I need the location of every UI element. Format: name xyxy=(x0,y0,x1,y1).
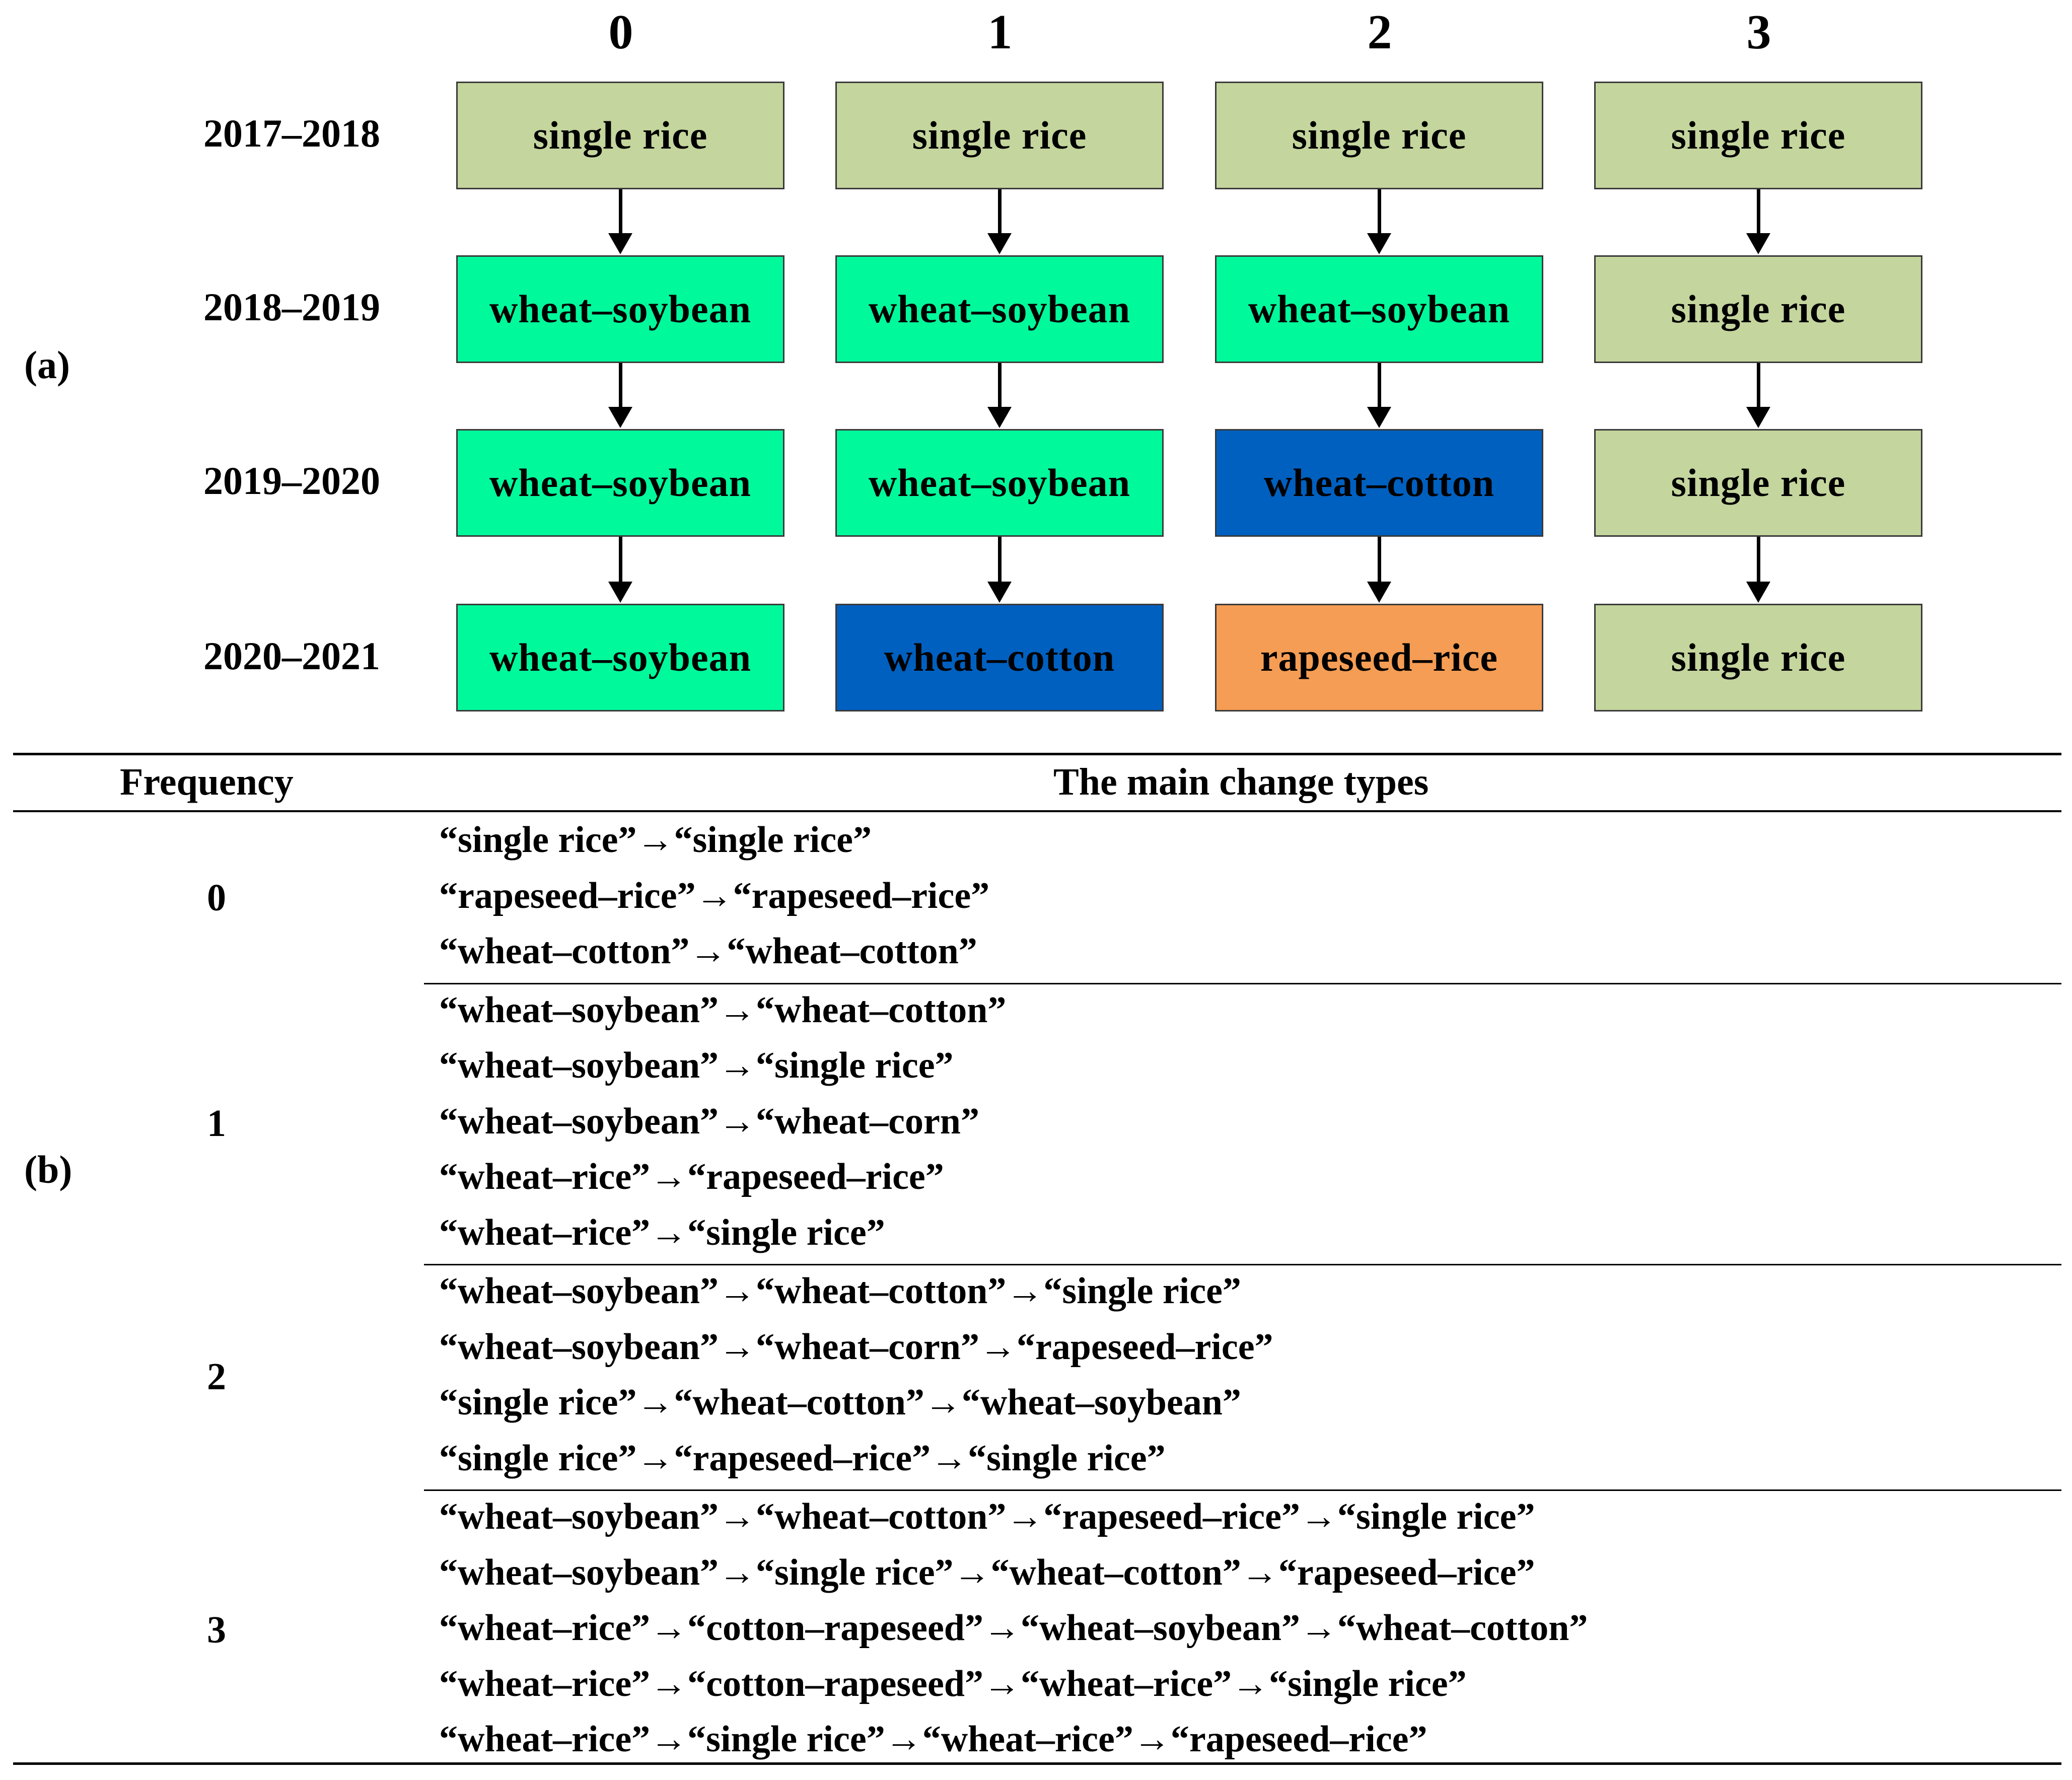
flow-arrow-shaft xyxy=(998,189,1002,235)
change-type-item: “single rice”→“single rice” xyxy=(439,819,872,861)
flow-arrow-shaft xyxy=(1378,537,1381,584)
flow-arrow-head xyxy=(1746,407,1770,428)
frequency-header: Frequency xyxy=(120,761,294,803)
change-type-item: “wheat–cotton”→“wheat–cotton” xyxy=(439,931,977,972)
change-type-item: “wheat–soybean”→“single rice” xyxy=(439,1045,954,1086)
change-type-item: “rapeseed–rice”→“rapeseed–rice” xyxy=(439,875,990,916)
flow-arrow-head xyxy=(1746,582,1770,603)
change-type-item: “wheat–soybean”→“wheat–corn”→“rapeseed–r… xyxy=(439,1326,1273,1368)
flow-arrow-head xyxy=(987,407,1012,428)
flow-arrow-shaft xyxy=(1378,189,1381,235)
crop-box: single rice xyxy=(1594,82,1922,189)
year-label-1: 2018–2019 xyxy=(203,285,380,329)
flow-arrow-head xyxy=(608,407,632,428)
table-top-rule xyxy=(13,753,2061,755)
crop-box: rapeseed–rice xyxy=(1215,604,1543,711)
crop-box: wheat–cotton xyxy=(835,604,1164,711)
column-header-3: 3 xyxy=(1746,5,1771,59)
frequency-value: 2 xyxy=(207,1356,226,1398)
crop-box: single rice xyxy=(1215,82,1543,189)
group-divider xyxy=(424,1489,2061,1491)
change-type-item: “wheat–soybean”→“single rice”→“wheat–cot… xyxy=(439,1551,1535,1593)
group-divider xyxy=(424,982,2061,984)
change-type-item: “wheat–rice”→“single rice”→“wheat–rice”→… xyxy=(439,1719,1427,1760)
column-header-0: 0 xyxy=(608,5,633,59)
group-divider xyxy=(424,1264,2061,1265)
panel-a-label: (a) xyxy=(24,343,70,387)
panel-b-label: (b) xyxy=(24,1148,73,1191)
change-types-header: The main change types xyxy=(1053,761,1429,803)
crop-box: single rice xyxy=(835,82,1164,189)
crop-box: wheat–soybean xyxy=(456,429,784,537)
flow-arrow-shaft xyxy=(998,537,1002,584)
crop-box: wheat–soybean xyxy=(835,429,1164,537)
year-label-0: 2017–2018 xyxy=(203,111,380,155)
frequency-value: 3 xyxy=(207,1609,226,1652)
crop-box: wheat–cotton xyxy=(1215,429,1543,537)
crop-box: single rice xyxy=(456,82,784,189)
table-bottom-rule xyxy=(13,1762,2061,1765)
change-type-item: “wheat–soybean”→“wheat–cotton”→“rapeseed… xyxy=(439,1496,1535,1537)
flow-arrow-shaft xyxy=(1757,189,1760,235)
flow-arrow-shaft xyxy=(1757,537,1760,584)
year-label-2: 2019–2020 xyxy=(203,459,380,503)
crop-box: wheat–soybean xyxy=(456,255,784,363)
crop-box: wheat–soybean xyxy=(835,255,1164,363)
change-type-item: “single rice”→“rapeseed–rice”→“single ri… xyxy=(439,1437,1166,1479)
frequency-value: 0 xyxy=(207,876,226,919)
flow-arrow-head xyxy=(987,582,1012,603)
change-type-item: “wheat–soybean”→“wheat–corn” xyxy=(439,1100,979,1142)
crop-box: single rice xyxy=(1594,429,1922,537)
change-type-item: “single rice”→“wheat–cotton”→“wheat–soyb… xyxy=(439,1382,1241,1423)
flow-arrow-head xyxy=(987,233,1012,254)
flow-arrow-shaft xyxy=(619,189,622,235)
crop-box: wheat–soybean xyxy=(456,604,784,711)
table-header-rule xyxy=(13,810,2061,812)
flow-arrow-shaft xyxy=(619,363,622,409)
crop-box: single rice xyxy=(1594,255,1922,363)
change-type-item: “wheat–rice”→“cotton–rapeseed”→“wheat–ri… xyxy=(439,1663,1467,1704)
change-type-item: “wheat–soybean”→“wheat–cotton” xyxy=(439,989,1007,1031)
column-header-2: 2 xyxy=(1367,5,1392,59)
flow-arrow-head xyxy=(1746,233,1770,254)
year-label-3: 2020–2021 xyxy=(203,634,380,678)
change-type-item: “wheat–soybean”→“wheat–cotton”→“single r… xyxy=(439,1270,1241,1312)
flow-arrow-shaft xyxy=(998,363,1002,409)
flow-arrow-head xyxy=(1367,582,1391,603)
flow-arrow-head xyxy=(608,233,632,254)
crop-box: single rice xyxy=(1594,604,1922,711)
flow-arrow-head xyxy=(608,582,632,603)
flow-arrow-head xyxy=(1367,407,1391,428)
column-header-1: 1 xyxy=(987,5,1013,59)
flow-arrow-head xyxy=(1367,233,1391,254)
frequency-value: 1 xyxy=(207,1102,226,1145)
change-type-item: “wheat–rice”→“cotton–rapeseed”→“wheat–so… xyxy=(439,1607,1588,1649)
crop-box: wheat–soybean xyxy=(1215,255,1543,363)
change-type-item: “wheat–rice”→“single rice” xyxy=(439,1212,885,1253)
flow-arrow-shaft xyxy=(1378,363,1381,409)
change-type-item: “wheat–rice”→“rapeseed–rice” xyxy=(439,1156,944,1197)
flow-arrow-shaft xyxy=(619,537,622,584)
flow-arrow-shaft xyxy=(1757,363,1760,409)
